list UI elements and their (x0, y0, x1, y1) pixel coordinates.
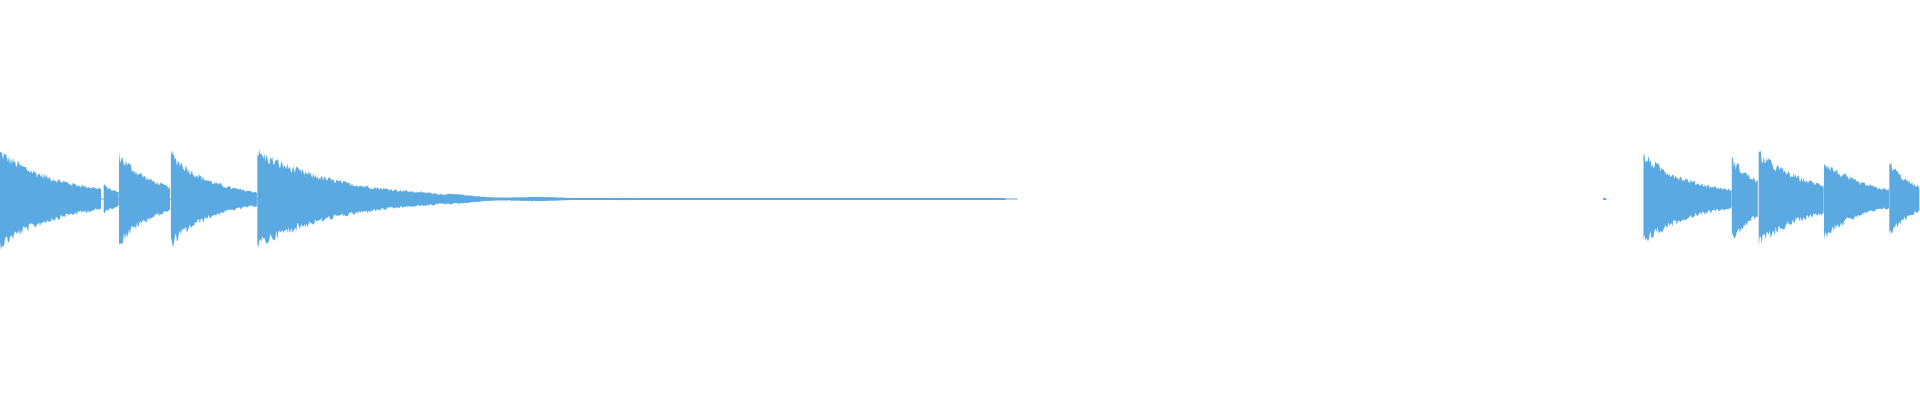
waveform-channel (0, 149, 1920, 251)
waveform-segment (1731, 157, 1758, 239)
waveform-segment (1603, 198, 1607, 200)
waveform-segment (1643, 153, 1732, 241)
waveform-segment (1824, 163, 1889, 241)
waveform-segment (119, 150, 170, 246)
waveform-segment (1758, 150, 1824, 247)
waveform-segment (0, 151, 101, 251)
waveform-segment (1889, 162, 1920, 236)
